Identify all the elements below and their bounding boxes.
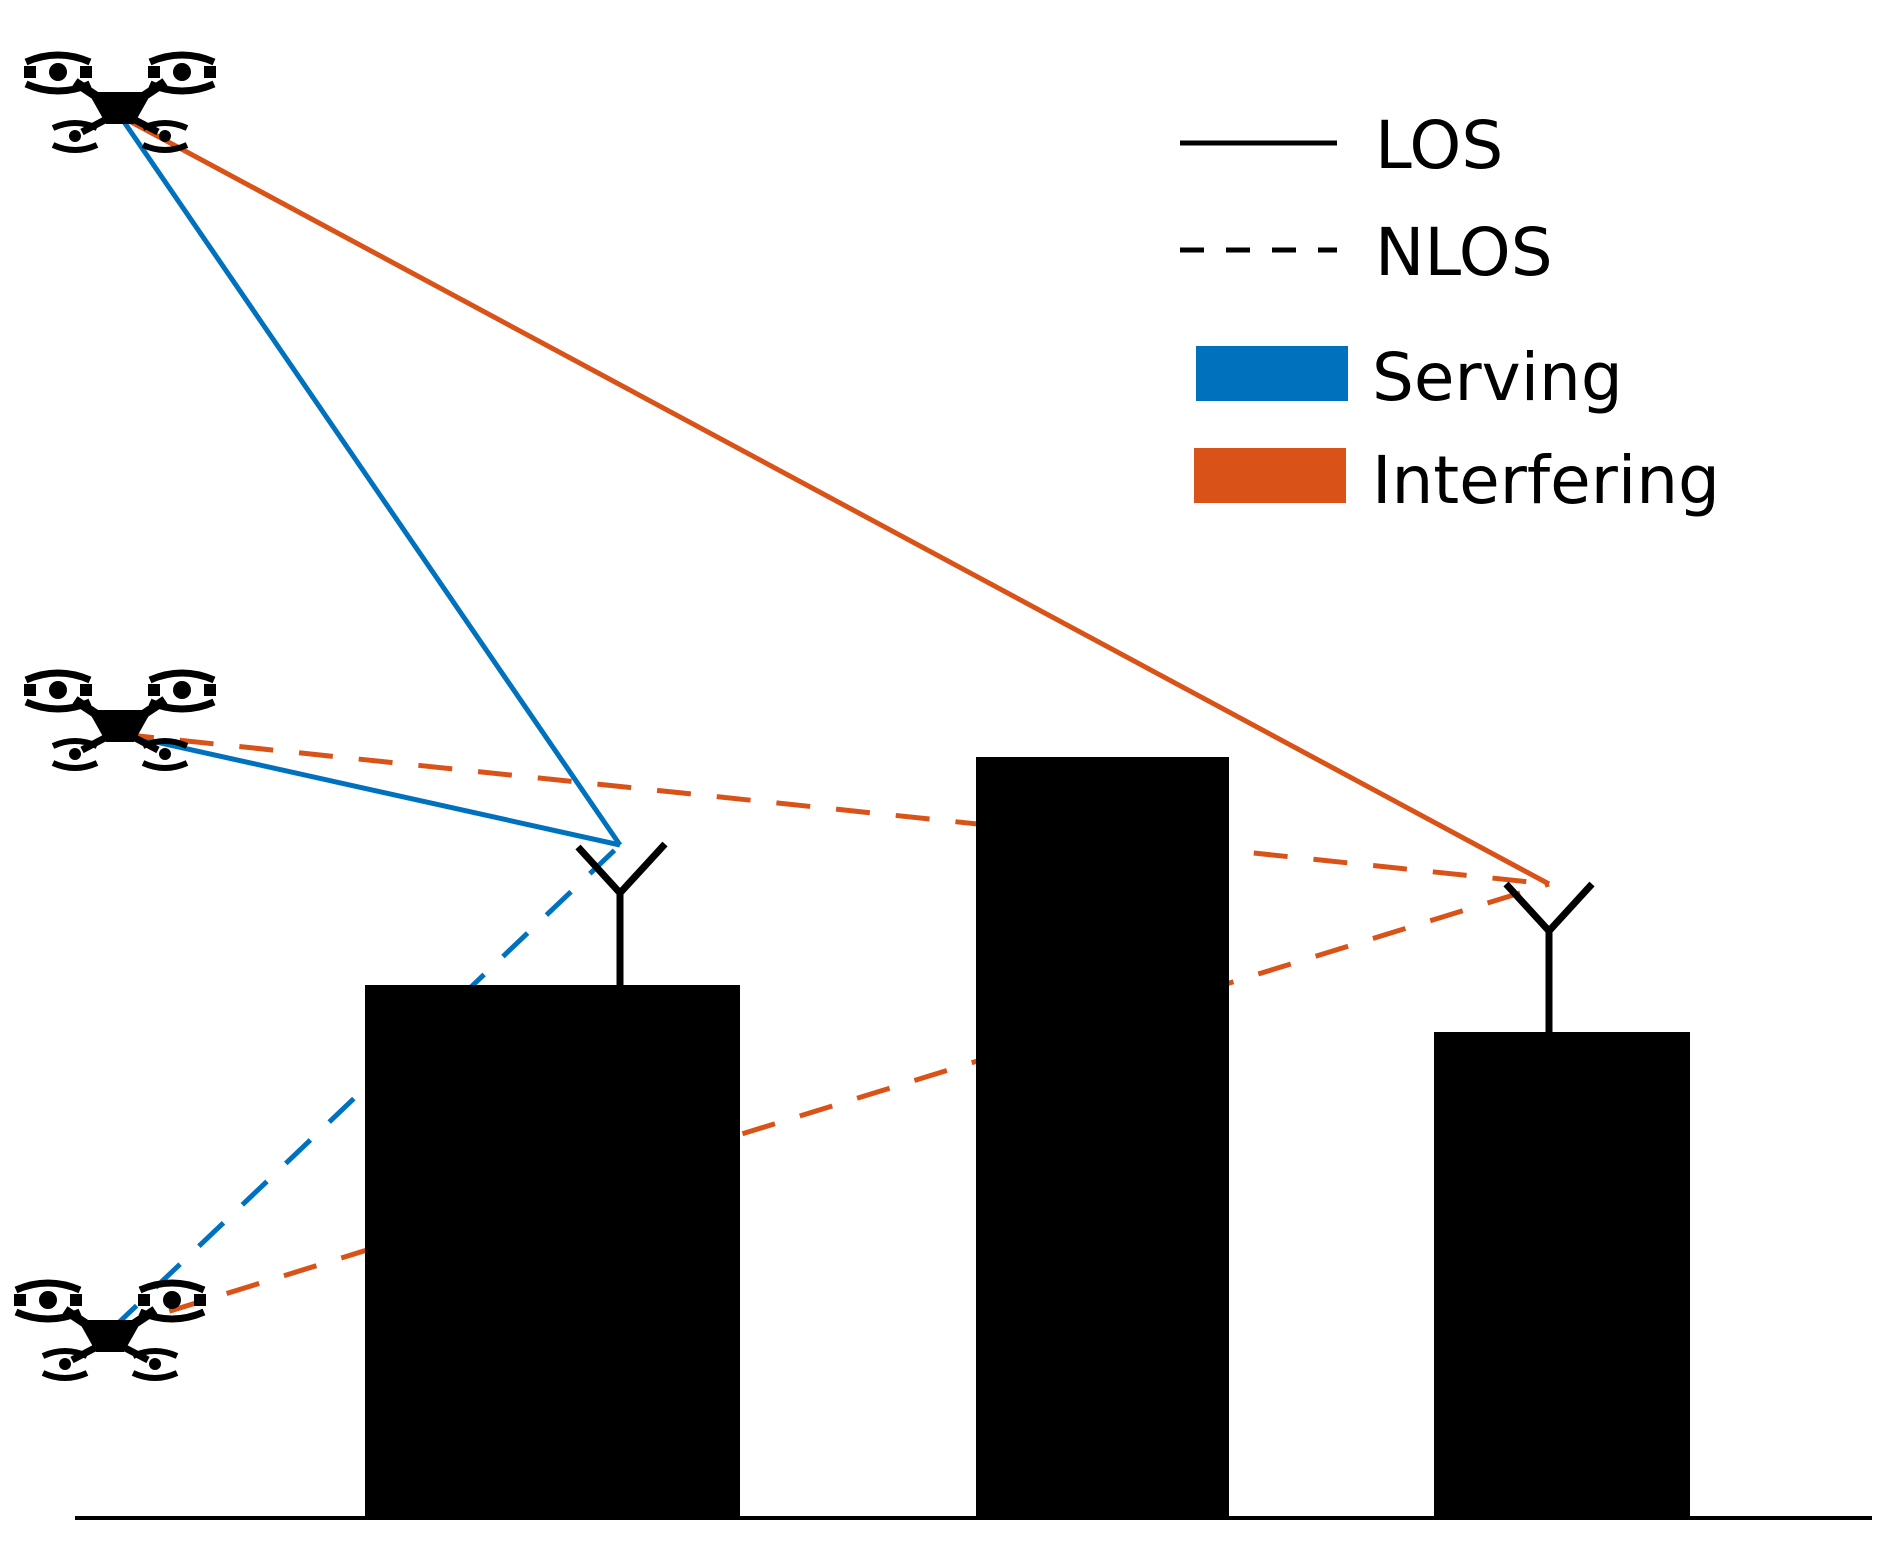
antenna-right <box>1503 881 1595 1032</box>
legend-serving-label: Serving <box>1372 339 1623 416</box>
links-layer <box>110 113 1551 1332</box>
legend-serving-swatch <box>1196 346 1348 401</box>
link-drone-top-to-antenna-right <box>118 113 1551 887</box>
legend-interfering-swatch <box>1194 448 1346 503</box>
link-drone-middle-to-antenna-left <box>119 731 621 848</box>
link-drone-middle-to-antenna-right <box>119 731 1550 887</box>
legend: LOS NLOS Serving Interfering <box>1180 107 1720 519</box>
legend-nlos-label: NLOS <box>1375 214 1553 291</box>
legend-los-label: LOS <box>1375 107 1503 184</box>
building-middle <box>976 757 1229 1520</box>
drone-top <box>24 55 216 150</box>
drone-middle <box>24 673 216 768</box>
building-right <box>1434 1032 1690 1520</box>
antenna-left <box>575 841 668 985</box>
link-drone-bottom-to-antenna-right <box>111 881 1550 1332</box>
link-drone-top-to-antenna-left <box>117 114 623 847</box>
drone-bottom <box>14 1283 206 1378</box>
legend-interfering-label: Interfering <box>1372 442 1720 519</box>
building-left <box>365 985 740 1520</box>
